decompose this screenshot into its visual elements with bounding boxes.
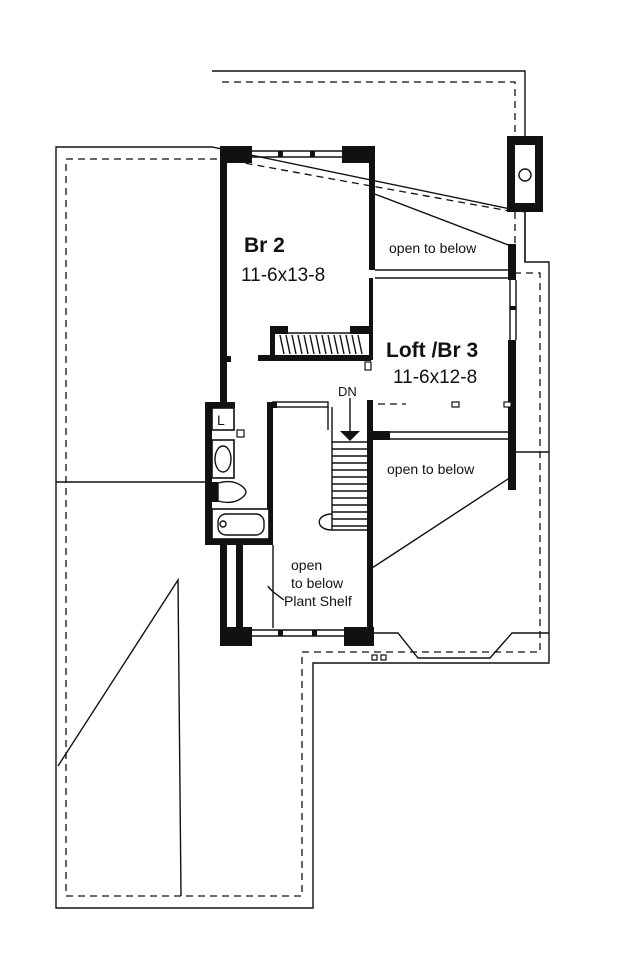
wall-loft-east-upper — [508, 244, 516, 280]
wall-lower-west — [220, 545, 227, 645]
wall-loft-east-lower — [508, 340, 516, 490]
stairs — [318, 398, 367, 531]
open-below-diagonal-upper — [371, 192, 512, 247]
wall-br2-east — [369, 146, 375, 270]
wall-stair-east-lower — [367, 570, 373, 632]
room-name-br2: Br 2 — [244, 234, 285, 257]
wall-bath-bottom — [205, 539, 273, 545]
laundry-chute — [211, 407, 235, 431]
wall-br2-top-left — [220, 146, 252, 163]
wall-br2-west-stub — [226, 356, 231, 362]
wall-br2-east-lower — [369, 278, 373, 360]
plant-shelf-leader — [267, 585, 285, 601]
wall-bath-top-right — [267, 402, 277, 408]
roof-outline — [55, 70, 550, 909]
roof-overhang-dashed — [65, 81, 541, 897]
bath-outlet — [236, 429, 245, 438]
open-to-below-lower-label: open to below — [387, 461, 475, 477]
plant-shelf-label-1: open — [291, 557, 322, 573]
plant-shelf-label-3: Plant Shelf — [284, 593, 352, 609]
window-loft-east — [509, 280, 517, 340]
wall-br2-outlet — [364, 361, 372, 371]
loft-post-1 — [451, 401, 460, 408]
open-below-diagonal-lower — [371, 476, 512, 569]
bay-window — [372, 632, 549, 659]
wall-bath-east — [267, 402, 273, 545]
wall-stair-east — [367, 400, 373, 570]
open-to-below-upper-label: open to below — [389, 240, 477, 256]
loft-post-2 — [503, 401, 512, 408]
vent-1 — [371, 654, 378, 661]
wall-bath-west — [205, 402, 212, 545]
wall-lower-west-inner — [236, 545, 243, 635]
bathtub — [211, 508, 270, 540]
chimney-flue — [515, 145, 535, 203]
room-name-loft: Loft /Br 3 — [386, 339, 478, 362]
wall-bottom-right — [344, 627, 374, 646]
roof-hip-southwest — [57, 577, 182, 897]
wall-stair-top — [272, 401, 329, 408]
sink — [211, 439, 235, 479]
chimney-flue-circle — [518, 168, 532, 182]
room-dims-loft: 11-6x12-8 — [393, 367, 477, 388]
closet-br2 — [258, 326, 371, 361]
laundry-label: L — [217, 412, 225, 428]
wall-bottom-left — [220, 627, 252, 646]
wall-bath-top — [205, 402, 235, 408]
wall-br2-west — [220, 146, 227, 404]
window-br2-top — [252, 150, 342, 158]
room-dims-br2: 11-6x13-8 — [241, 265, 325, 286]
toilet — [212, 481, 247, 503]
vent-2 — [380, 654, 387, 661]
window-bottom — [252, 629, 344, 637]
wall-br2-top-right — [342, 146, 374, 163]
stair-dn-label: DN — [338, 384, 357, 399]
wall-stub-loft — [372, 431, 390, 440]
plant-shelf-label-2: to below — [291, 575, 344, 591]
